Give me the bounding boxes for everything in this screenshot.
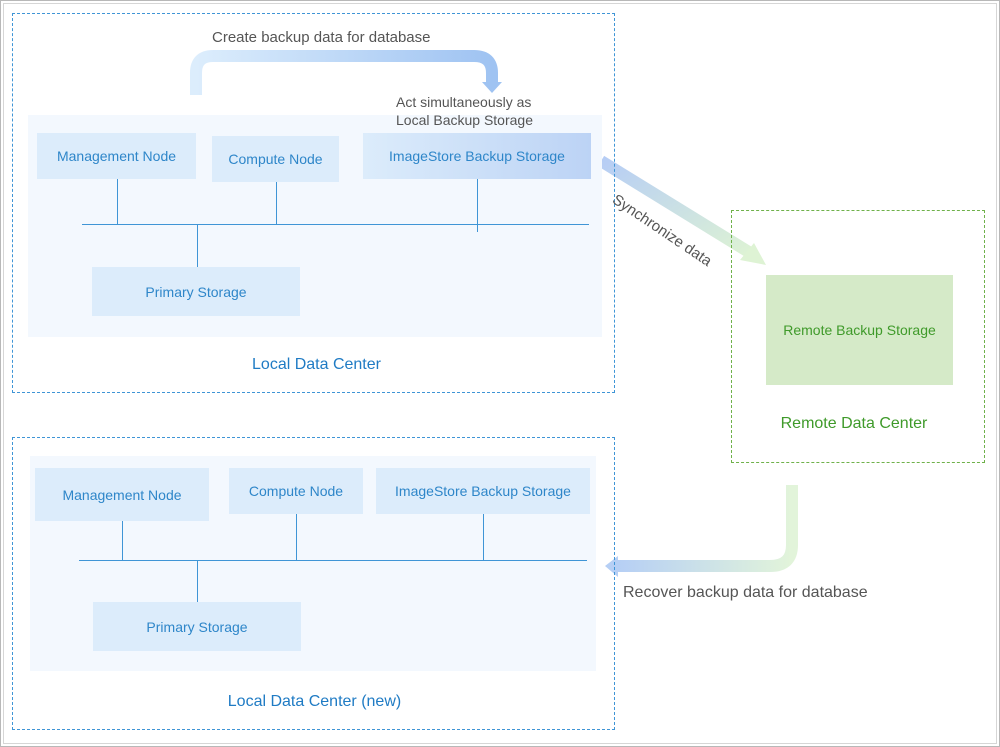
sync-arrow [597,155,756,260]
network-bus [79,560,587,561]
connector [197,560,198,602]
create-backup-arrowhead [482,82,502,93]
connector [276,182,277,225]
connector [197,224,198,267]
compute-node: Compute Node [212,136,339,182]
management-node: Management Node [35,468,209,521]
connector [117,179,118,225]
remote-data-center-box [731,210,985,463]
sync-arrowhead [740,243,766,265]
compute-node: Compute Node [229,468,363,514]
diagram-frame-inner [3,3,997,744]
imagestore-backup-storage: ImageStore Backup Storage [363,133,591,179]
recover-arrow [618,485,798,572]
connector [122,521,123,560]
primary-storage: Primary Storage [92,267,300,316]
local-data-center-label: Local Data Center [252,356,381,373]
remote-backup-storage: Remote Backup Storage [766,275,953,385]
connector [477,179,478,232]
local-data-center-new-box [12,437,615,730]
local-data-center-box [12,13,615,393]
imagestore-backup-storage: ImageStore Backup Storage [376,468,590,514]
primary-storage: Primary Storage [93,602,301,651]
create-backup-note: Create backup data for database [212,29,431,46]
network-bus [82,224,589,225]
act-simultaneously-line1: Act simultaneously as [396,94,532,110]
create-backup-arrow [190,50,498,95]
act-simultaneously-line2: Local Backup Storage [396,112,533,128]
connector [296,514,297,560]
remote-data-center-label: Remote Data Center [780,415,928,432]
local-data-center-new-label: Local Data Center (new) [227,693,402,710]
recover-backup-note: Recover backup data for database [623,584,868,601]
act-simultaneously-note: Act simultaneously as Local Backup Stora… [396,93,533,129]
management-node: Management Node [37,133,196,179]
connector [483,514,484,560]
